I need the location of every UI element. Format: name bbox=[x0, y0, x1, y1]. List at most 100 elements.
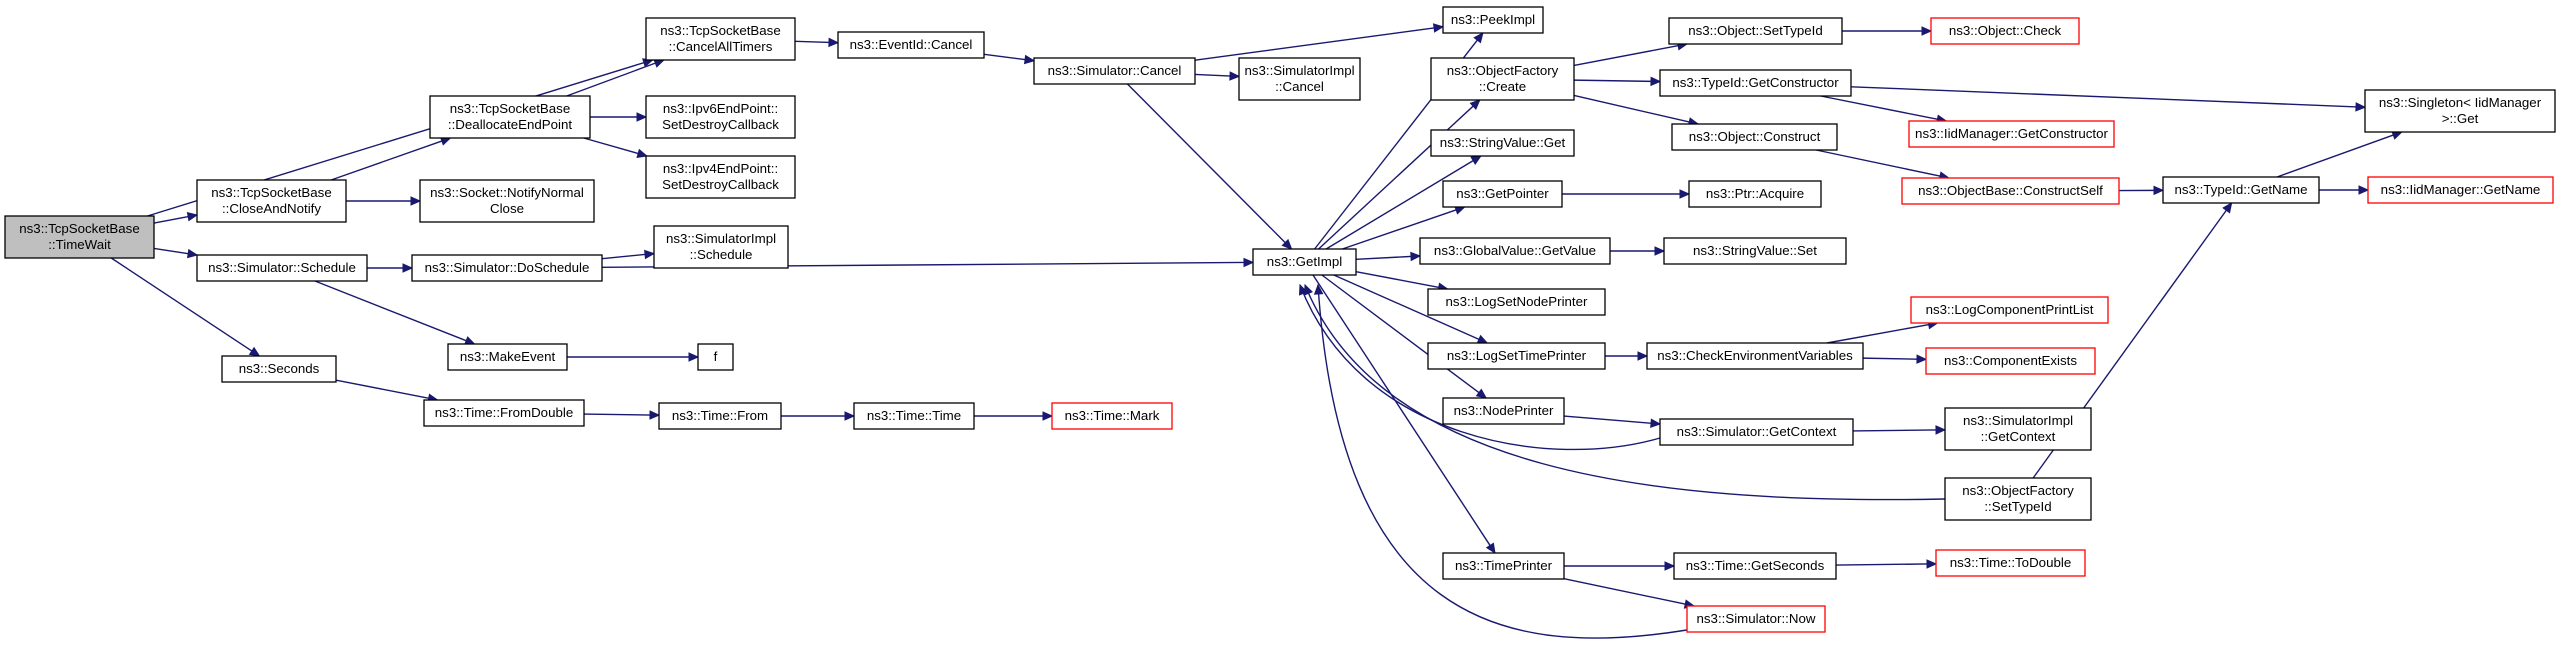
node-seconds[interactable]: ns3::Seconds bbox=[221, 355, 337, 383]
node-box bbox=[1427, 288, 1606, 316]
node-label: Close bbox=[490, 201, 524, 216]
node-todouble[interactable]: ns3::Time::ToDouble bbox=[1935, 549, 2086, 577]
node-box bbox=[2364, 89, 2556, 133]
edge-getconstructor-to-singletonget bbox=[1850, 86, 2367, 112]
node-objcheck[interactable]: ns3::Object::Check bbox=[1930, 17, 2080, 45]
node-timeprinter[interactable]: ns3::TimePrinter bbox=[1442, 552, 1565, 580]
node-iidgetconstructor[interactable]: ns3::IidManager::GetConstructor bbox=[1908, 120, 2115, 148]
node-box bbox=[645, 17, 796, 61]
edge-fromdouble-to-timefrom bbox=[583, 410, 661, 420]
node-box bbox=[1671, 123, 1838, 151]
edge-ofcreate-to-settypeid bbox=[1573, 41, 1689, 67]
edge-ofcreate-to-getconstructor bbox=[1573, 76, 1662, 87]
node-stringvalueget[interactable]: ns3::StringValue::Get bbox=[1430, 129, 1575, 157]
edge-timeprinter-to-simnow bbox=[1563, 578, 1696, 609]
node-ofsettypeid[interactable]: ns3::ObjectFactory::SetTypeId bbox=[1944, 477, 2092, 521]
node-label: ns3::MakeEvent bbox=[460, 349, 556, 364]
node-stringvalueset[interactable]: ns3::StringValue::Set bbox=[1663, 237, 1847, 265]
node-ptracquire[interactable]: ns3::Ptr::Acquire bbox=[1688, 180, 1822, 208]
node-gettseconds[interactable]: ns3::Time::GetSeconds bbox=[1673, 552, 1837, 580]
node-fromdouble[interactable]: ns3::Time::FromDouble bbox=[423, 399, 585, 427]
node-cancelalltimers[interactable]: ns3::TcpSocketBase::CancelAllTimers bbox=[645, 17, 796, 61]
node-getpointer[interactable]: ns3::GetPointer bbox=[1442, 180, 1563, 208]
edge-logtimeprinter-to-checkenv bbox=[1605, 351, 1649, 361]
edge-simcancel-to-getimpl bbox=[1126, 83, 1293, 250]
node-singletonget[interactable]: ns3::Singleton< IidManager>::Get bbox=[2364, 89, 2556, 133]
node-simgetcontext[interactable]: ns3::Simulator::GetContext bbox=[1659, 418, 1854, 446]
node-settypeid[interactable]: ns3::Object::SetTypeId bbox=[1668, 17, 1843, 45]
node-simcancel[interactable]: ns3::Simulator::Cancel bbox=[1033, 57, 1196, 85]
node-simnow[interactable]: ns3::Simulator::Now bbox=[1686, 605, 1826, 633]
node-objconstruct[interactable]: ns3::Object::Construct bbox=[1671, 123, 1838, 151]
node-box bbox=[1663, 237, 1847, 265]
node-label: ns3::TypeId::GetConstructor bbox=[1672, 75, 1839, 90]
node-timetime[interactable]: ns3::Time::Time bbox=[853, 402, 975, 430]
node-label: ns3::LogSetTimePrinter bbox=[1447, 348, 1587, 363]
node-label: ns3::GetImpl bbox=[1267, 254, 1342, 269]
node-box bbox=[423, 399, 585, 427]
node-label: ns3::Ipv4EndPoint:: bbox=[663, 161, 778, 176]
node-box bbox=[196, 179, 347, 223]
edge-getimpl-to-globalvalue bbox=[1355, 251, 1422, 262]
node-simimplgetcontext[interactable]: ns3::SimulatorImpl::GetContext bbox=[1944, 407, 2092, 451]
edge-closeandnotify-to-deallocate bbox=[330, 136, 452, 181]
node-timewait[interactable]: ns3::TcpSocketBase::TimeWait bbox=[4, 215, 155, 259]
node-iidgetname[interactable]: ns3::IidManager::GetName bbox=[2367, 176, 2554, 204]
node-label: ::Schedule bbox=[690, 247, 753, 262]
node-label: ::CloseAndNotify bbox=[222, 201, 321, 216]
node-label: ns3::ObjectBase::ConstructSelf bbox=[1918, 183, 2103, 198]
node-f[interactable]: f bbox=[697, 343, 734, 371]
node-simschedule[interactable]: ns3::Simulator::Schedule bbox=[196, 254, 368, 282]
node-label: ns3::TypeId::GetName bbox=[2174, 182, 2307, 197]
node-nodeprinter[interactable]: ns3::NodePrinter bbox=[1442, 397, 1565, 425]
edge-getimpl-to-nodeprinter bbox=[1321, 274, 1488, 399]
node-ipv6destroy[interactable]: ns3::Ipv6EndPoint::SetDestroyCallback bbox=[645, 95, 796, 139]
node-ofcreate[interactable]: ns3::ObjectFactory::Create bbox=[1430, 57, 1575, 101]
edge-typeidgetname-to-singletonget bbox=[2276, 130, 2403, 178]
node-box bbox=[411, 254, 603, 282]
node-lognodeprinter[interactable]: ns3::LogSetNodePrinter bbox=[1427, 288, 1606, 316]
node-checkenv[interactable]: ns3::CheckEnvironmentVariables bbox=[1646, 342, 1864, 370]
node-simimplcancel[interactable]: ns3::SimulatorImpl::Cancel bbox=[1238, 57, 1361, 101]
node-box bbox=[221, 355, 337, 383]
edge-deallocate-to-ipv6destroy bbox=[590, 112, 648, 122]
node-box bbox=[1442, 397, 1565, 425]
node-label: ns3::SimulatorImpl bbox=[1963, 413, 2073, 428]
node-closeandnotify[interactable]: ns3::TcpSocketBase::CloseAndNotify bbox=[196, 179, 347, 223]
node-box bbox=[645, 155, 796, 199]
node-componentexists[interactable]: ns3::ComponentExists bbox=[1925, 347, 2096, 375]
node-simimplschedule[interactable]: ns3::SimulatorImpl::Schedule bbox=[653, 225, 789, 269]
node-typeidgetname[interactable]: ns3::TypeId::GetName bbox=[2162, 176, 2320, 204]
nodes-layer: ns3::TcpSocketBase::TimeWait ns3::TcpSock… bbox=[4, 6, 2556, 633]
node-label: ::GetContext bbox=[1981, 429, 2056, 444]
node-peekimpl[interactable]: ns3::PeekImpl bbox=[1442, 6, 1544, 34]
edge-ofcreate-to-objconstruct bbox=[1573, 94, 1700, 127]
node-logcompprintlist[interactable]: ns3::LogComponentPrintList bbox=[1910, 296, 2109, 324]
edge-deallocate-to-cancelalltimers bbox=[566, 58, 665, 97]
node-box bbox=[1930, 17, 2080, 45]
node-box bbox=[658, 402, 782, 430]
node-doschedule[interactable]: ns3::Simulator::DoSchedule bbox=[411, 254, 603, 282]
node-constructself[interactable]: ns3::ObjectBase::ConstructSelf bbox=[1901, 177, 2120, 205]
node-box bbox=[1238, 57, 1361, 101]
node-label: ::SetTypeId bbox=[1984, 499, 2051, 514]
node-makeevent[interactable]: ns3::MakeEvent bbox=[447, 343, 568, 371]
node-getimpl[interactable]: ns3::GetImpl bbox=[1252, 248, 1357, 276]
node-getconstructor[interactable]: ns3::TypeId::GetConstructor bbox=[1659, 69, 1852, 97]
node-logtimeprinter[interactable]: ns3::LogSetTimePrinter bbox=[1427, 342, 1606, 370]
node-timemark[interactable]: ns3::Time::Mark bbox=[1051, 402, 1173, 430]
node-box bbox=[4, 215, 155, 259]
node-timefrom[interactable]: ns3::Time::From bbox=[658, 402, 782, 430]
edges-layer bbox=[110, 23, 2403, 639]
node-eventcancel[interactable]: ns3::EventId::Cancel bbox=[837, 31, 985, 59]
node-ipv4destroy[interactable]: ns3::Ipv4EndPoint::SetDestroyCallback bbox=[645, 155, 796, 199]
node-box bbox=[1944, 407, 2092, 451]
edge-objconstruct-to-constructself bbox=[1815, 149, 1951, 181]
node-globalvalue[interactable]: ns3::GlobalValue::GetValue bbox=[1419, 237, 1611, 265]
node-box bbox=[1442, 552, 1565, 580]
node-label: ns3::StringValue::Get bbox=[1440, 135, 1566, 150]
node-deallocate[interactable]: ns3::TcpSocketBase::DeallocateEndPoint bbox=[429, 95, 591, 139]
edge-checkenv-to-componentexists bbox=[1862, 354, 1928, 364]
